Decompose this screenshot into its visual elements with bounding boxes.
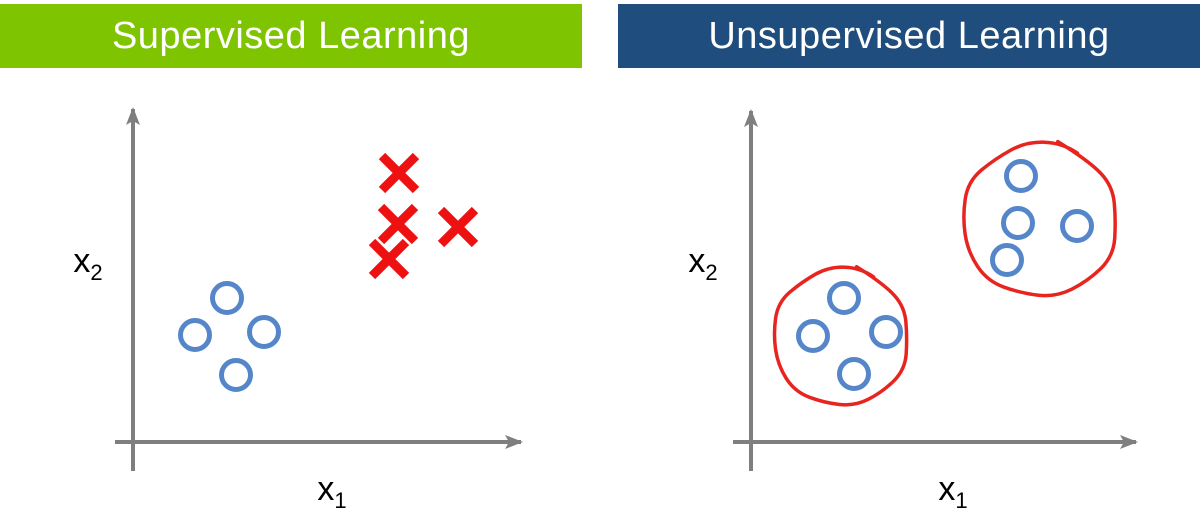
unlabeled-points-cluster-1-point — [837, 357, 871, 391]
supervised-header: Supervised Learning — [0, 4, 582, 68]
y-axis-label: x2 — [688, 242, 717, 285]
x-axis-label: x1 — [938, 470, 967, 513]
y-axis-label: x2 — [73, 242, 102, 285]
unlabeled-points-cluster-2-point — [1060, 209, 1094, 243]
unlabeled-points-cluster-1-point — [827, 281, 861, 315]
unlabeled-points-cluster-2-point — [1004, 159, 1038, 193]
labeled-class-circles-point — [219, 358, 253, 392]
unlabeled-points-cluster-1-point — [869, 315, 903, 349]
unsupervised-header: Unsupervised Learning — [618, 4, 1200, 68]
cluster-1-hand-drawn-loop — [772, 264, 909, 407]
labeled-class-crosses-point — [378, 152, 420, 194]
labeled-class-circles-point — [210, 281, 244, 315]
supervised-title: Supervised Learning — [111, 14, 471, 57]
unsupervised-title: Unsupervised Learning — [708, 14, 1110, 57]
labeled-class-circles-point — [178, 318, 212, 352]
unsupervised-scatter-chart: x2 x1 — [688, 109, 1138, 513]
labeled-class-crosses-point — [368, 238, 410, 280]
cluster-2-hand-drawn-loop — [962, 139, 1117, 298]
unlabeled-points-cluster-2-point — [990, 243, 1024, 277]
unlabeled-points-cluster-2-point — [1001, 206, 1035, 240]
labeled-class-circles-point — [247, 315, 281, 349]
labeled-class-crosses-point — [437, 206, 479, 248]
supervised-scatter-chart: x2 x1 — [73, 107, 523, 513]
labeled-class-crosses-point — [377, 203, 419, 245]
x-axis-label: x1 — [317, 470, 346, 513]
unlabeled-points-cluster-1-point — [796, 319, 830, 353]
